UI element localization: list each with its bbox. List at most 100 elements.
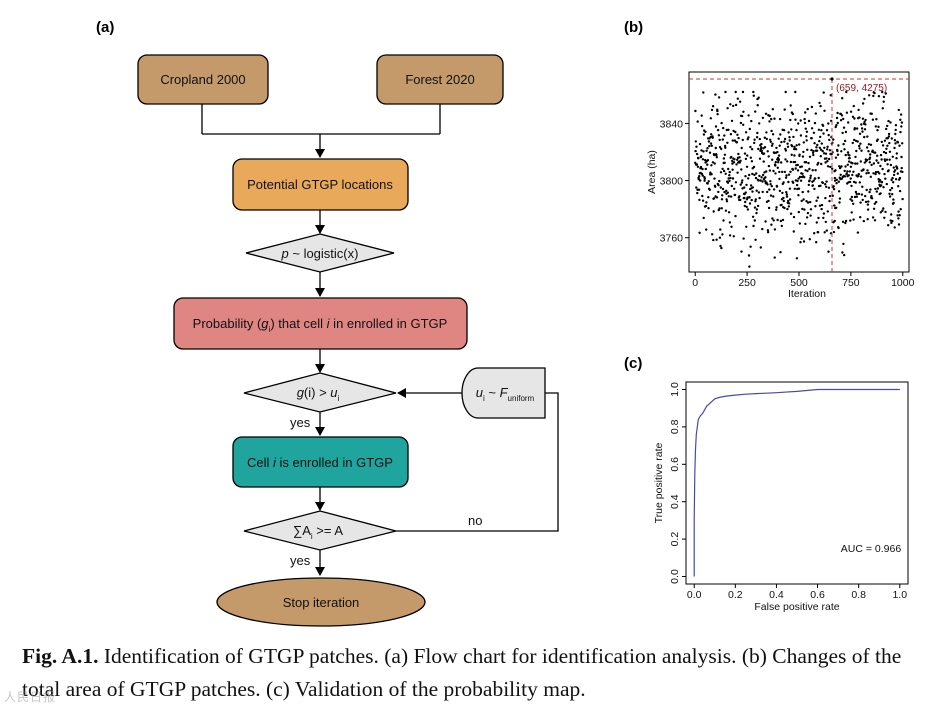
- data-point: [865, 172, 868, 175]
- data-point: [865, 146, 869, 149]
- data-point: [764, 220, 767, 223]
- compare-diamond: [243, 372, 397, 413]
- data-point: [851, 173, 854, 177]
- data-point: [778, 144, 781, 147]
- data-point: [696, 165, 700, 168]
- data-point: [760, 146, 763, 149]
- data-point: [778, 117, 782, 121]
- data-point: [746, 154, 749, 157]
- data-point: [884, 151, 888, 155]
- data-point: [887, 135, 891, 138]
- data-point: [754, 200, 757, 203]
- data-point: [834, 125, 837, 129]
- data-point: [855, 149, 858, 153]
- data-point: [836, 121, 839, 125]
- data-point: [702, 150, 705, 153]
- data-point: [806, 148, 809, 151]
- data-point: [775, 146, 778, 150]
- data-point: [842, 142, 845, 146]
- data-point: [848, 160, 851, 163]
- data-point: [785, 174, 788, 177]
- data-point: [732, 235, 735, 238]
- data-point: [814, 112, 817, 115]
- data-point: [731, 139, 734, 142]
- data-point: [819, 148, 823, 151]
- data-point: [731, 159, 734, 163]
- data-point: [799, 241, 802, 244]
- data-point: [879, 153, 883, 157]
- data-point: [723, 134, 726, 137]
- data-point: [818, 139, 821, 143]
- data-point: [899, 130, 902, 134]
- data-point: [694, 109, 697, 113]
- data-point: [873, 202, 876, 205]
- caption-label: Fig. A.1.: [22, 644, 99, 668]
- data-point: [898, 144, 901, 147]
- x-tick-label: 0.6: [810, 589, 825, 601]
- data-point: [778, 189, 782, 193]
- data-point: [750, 160, 754, 163]
- data-point: [767, 155, 770, 158]
- data-point: [901, 197, 904, 201]
- data-point: [835, 124, 838, 127]
- data-point: [698, 198, 701, 202]
- data-point: [892, 166, 895, 169]
- data-point: [853, 195, 857, 199]
- data-point: [763, 136, 766, 139]
- data-point: [841, 131, 844, 135]
- data-point: [711, 233, 714, 236]
- data-point: [879, 192, 882, 195]
- data-point: [885, 182, 888, 186]
- data-point: [849, 198, 852, 201]
- data-point: [766, 229, 770, 232]
- data-point: [705, 201, 708, 204]
- data-point: [894, 128, 897, 132]
- data-point: [830, 153, 833, 156]
- data-point: [873, 91, 876, 95]
- data-point: [714, 125, 718, 128]
- data-point: [858, 132, 862, 135]
- data-point: [793, 147, 796, 151]
- data-point: [803, 117, 806, 121]
- data-point: [822, 132, 825, 135]
- data-point: [822, 212, 826, 215]
- data-point: [848, 180, 852, 184]
- data-point: [734, 90, 737, 94]
- data-point: [868, 94, 871, 97]
- data-point: [757, 191, 761, 194]
- data-point: [744, 131, 748, 134]
- data-point: [731, 177, 735, 180]
- data-point: [891, 219, 894, 223]
- data-point: [839, 173, 842, 176]
- data-point: [717, 190, 720, 194]
- enrolled-label: Cell i is enrolled in GTGP: [247, 455, 393, 470]
- data-point: [859, 160, 862, 163]
- data-point: [696, 191, 699, 195]
- data-point: [862, 168, 865, 171]
- data-point: [798, 175, 802, 179]
- watermark: 人民日报: [4, 690, 57, 704]
- data-point: [875, 159, 878, 162]
- data-point: [742, 237, 745, 240]
- data-point: [776, 166, 779, 169]
- enrolled-box: [232, 436, 409, 488]
- data-point: [791, 145, 794, 148]
- data-point: [881, 107, 884, 110]
- data-point: [722, 219, 725, 222]
- data-point: [825, 180, 828, 183]
- data-point: [787, 199, 790, 203]
- data-point: [713, 162, 716, 165]
- data-point: [864, 118, 867, 122]
- data-point: [701, 158, 705, 161]
- data-point: [696, 120, 699, 123]
- data-point: [797, 187, 801, 190]
- data-point: [850, 184, 853, 188]
- data-point: [723, 153, 727, 156]
- data-point: [780, 161, 783, 164]
- data-point: [838, 197, 842, 200]
- data-point: [846, 151, 850, 154]
- data-point: [854, 162, 857, 165]
- yes-label-2: yes: [290, 553, 311, 568]
- data-point: [755, 189, 758, 192]
- data-point: [849, 177, 852, 180]
